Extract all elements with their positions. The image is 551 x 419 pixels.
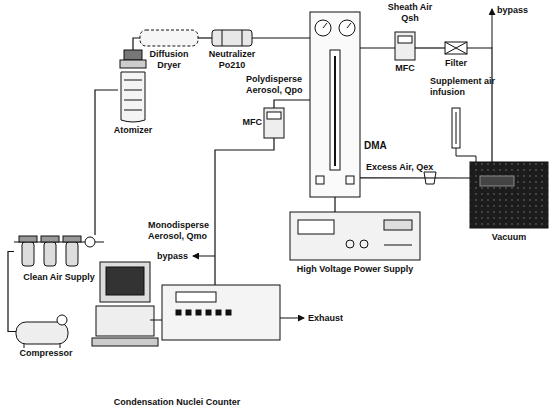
bypass-line: [492, 9, 493, 48]
node-label: Filter: [437, 58, 475, 69]
node-label: High Voltage Power Supply: [290, 264, 420, 275]
dma-column: [310, 12, 360, 197]
mfc-icon: [264, 108, 284, 138]
compressor: Compressor: [16, 318, 76, 345]
power-supply: High Voltage Power Supply: [290, 212, 420, 260]
dryer: Diffusion Dryer: [140, 30, 198, 46]
atomizer-jar: [120, 50, 146, 122]
tube-line: [198, 37, 212, 38]
air-supply: Clean Air Supply: [14, 235, 104, 268]
tube-line: [95, 90, 118, 235]
node-label: Condensation Nuclei Counter: [92, 397, 262, 408]
mfc-icon: [395, 32, 415, 60]
dma: DMA: [310, 12, 360, 197]
filter-icon: [445, 42, 467, 54]
flow-label: Excess Air, Qex: [366, 162, 450, 173]
clean-air-supply-icon: [14, 236, 104, 266]
tube-line: [467, 48, 492, 162]
compressor-tank: [16, 322, 68, 344]
bypass-line: [193, 256, 215, 257]
note-label: Supplement air infusion: [430, 76, 504, 98]
tube-line: [8, 252, 16, 332]
vacuum-pump: [470, 162, 548, 228]
node-label: Clean Air Supply: [14, 272, 104, 283]
node-label: Compressor: [16, 348, 76, 359]
vacuum: Vacuum: [470, 162, 548, 228]
atomizer: Atomizer: [118, 50, 148, 122]
flow-controller: MFC: [395, 32, 415, 60]
node-label: Vacuum: [470, 232, 548, 243]
node-label: Atomizer: [106, 125, 160, 136]
tube-line: [252, 37, 310, 38]
tube-line: [334, 197, 335, 212]
tube-line: [360, 47, 395, 48]
flow-label: Sheath Air Qsh: [382, 2, 438, 24]
tube-line: [215, 138, 274, 285]
tube-line: [274, 100, 310, 108]
flow-controller: MFC: [264, 108, 284, 138]
dryer-tube: [140, 30, 198, 46]
tube-line: [360, 177, 470, 178]
node-label: Diffusion Dryer: [138, 49, 200, 71]
power-supply-icon: [290, 212, 420, 260]
bypass-label: bypass: [157, 251, 191, 262]
counter-icon: [150, 285, 280, 340]
node-label: MFC: [233, 117, 262, 128]
particle-counter: Condensation Nuclei Counter: [162, 285, 280, 340]
node-label: MFC: [390, 63, 420, 74]
computer-icon: [92, 262, 158, 346]
neutralizer: Neutralizer Po210: [212, 30, 252, 46]
flow-label: Polydisperse Aerosol, Qpo: [246, 74, 308, 96]
tube-line: [133, 38, 140, 50]
flow-label: Monodisperse Aerosol, Qmo: [148, 220, 212, 242]
exhaust-label: Exhaust: [308, 313, 358, 324]
node-label: DMA: [364, 140, 396, 152]
rotameter: [452, 108, 476, 162]
bypass-label: bypass: [497, 5, 537, 16]
tube-line: [415, 47, 445, 48]
node-label: Neutralizer Po210: [203, 49, 261, 71]
filter: Filter: [445, 42, 467, 54]
exhaust-line: [280, 318, 304, 319]
neutralizer-body: [212, 30, 252, 46]
